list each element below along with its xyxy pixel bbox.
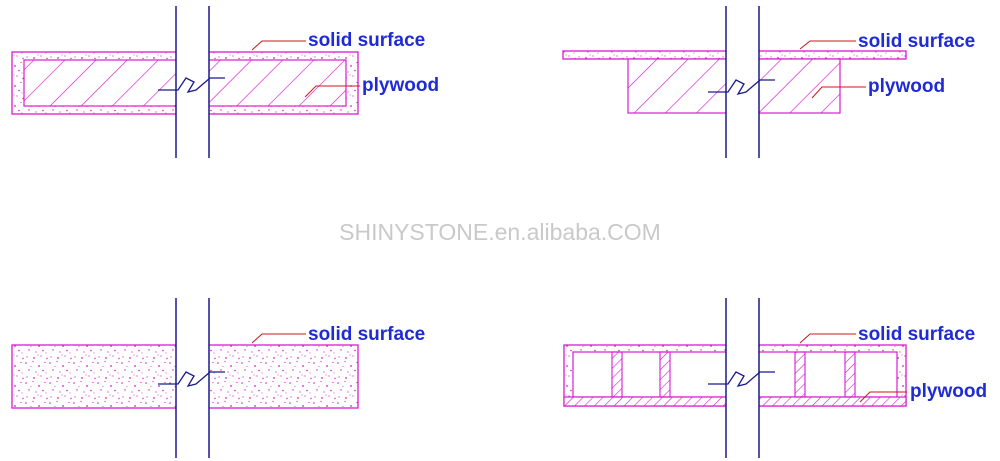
plywood-label: plywood xyxy=(910,381,987,402)
wall-section xyxy=(175,6,210,158)
plywood-leader xyxy=(811,86,866,99)
solid-surface-leader xyxy=(251,333,306,344)
solid-surface-label: solid surface xyxy=(308,324,425,345)
plywood-label: plywood xyxy=(868,76,945,97)
plywood-leader xyxy=(859,391,907,403)
panel-solid-surface-over-plywood: solid surface plywood xyxy=(11,6,439,158)
plywood-rib xyxy=(844,351,856,398)
panel-solid-slab: solid surface xyxy=(11,298,425,458)
break-line xyxy=(158,77,225,94)
solid-surface-leader xyxy=(799,40,856,50)
solid-surface-leader xyxy=(251,40,306,51)
break-line xyxy=(708,79,775,96)
wall-section xyxy=(725,6,760,158)
solid-surface-label: solid surface xyxy=(858,324,975,345)
solid-surface-leader xyxy=(799,333,856,344)
plywood-leader xyxy=(304,85,360,98)
watermark: SHINYSTONE.en.alibaba.COM xyxy=(339,219,661,245)
solid-surface-label: solid surface xyxy=(858,31,975,52)
plywood-rib xyxy=(794,351,806,398)
panel-thin-solid-surface-on-plywood: solid surface plywood xyxy=(562,6,975,158)
plywood-rib xyxy=(659,351,671,398)
plywood-label: plywood xyxy=(362,75,439,96)
plywood-rib xyxy=(611,351,623,398)
solid-surface-label: solid surface xyxy=(308,30,425,51)
panel-hollow-with-ribs: solid surface plywood xyxy=(563,298,987,458)
break-line xyxy=(708,371,775,388)
break-line xyxy=(158,371,225,388)
